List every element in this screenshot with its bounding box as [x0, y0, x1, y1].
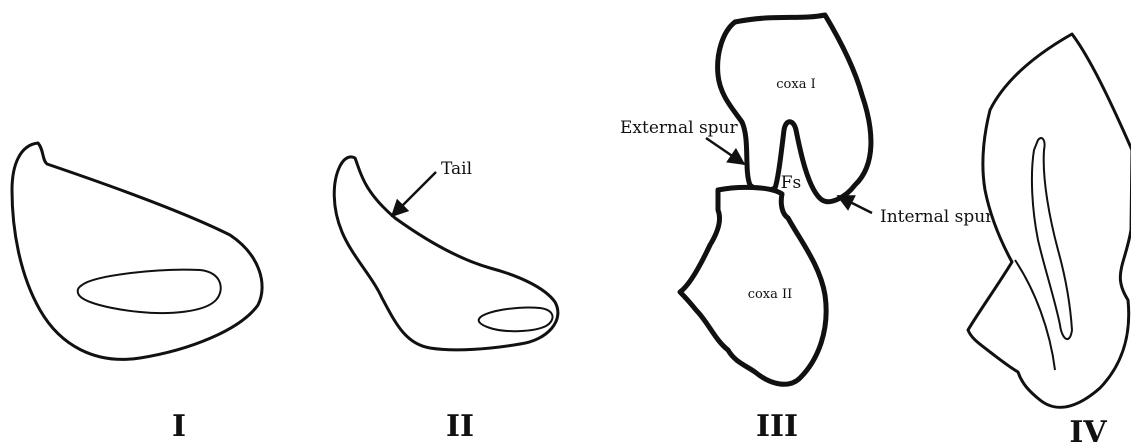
panel-iii: coxa I coxa II Fs External spur Internal…: [620, 15, 994, 444]
tail-arrow: [392, 172, 436, 216]
panel-numeral-iv: IV: [1069, 415, 1107, 448]
coxa-outline-ii: [334, 157, 558, 350]
panel-numeral-ii: II: [446, 409, 474, 444]
fs-label: Fs: [781, 173, 802, 193]
coxa-outline-iv: [968, 34, 1131, 407]
panel-iv: IV: [968, 34, 1131, 448]
tail-label: Tail: [441, 159, 472, 179]
coxa-outline-i: [12, 143, 262, 359]
panel-numeral-iii: III: [756, 409, 798, 444]
coxa-ii-outline: [680, 187, 826, 384]
coxa-ii-label: coxa II: [748, 287, 793, 302]
coxa-i-label: coxa I: [776, 77, 815, 92]
internal-spur-arrow: [838, 196, 872, 213]
panel-numeral-i: I: [172, 409, 186, 444]
panel-ii: Tail II: [334, 157, 558, 444]
internal-spur-label: Internal spur: [880, 207, 994, 227]
external-spur-arrow: [706, 138, 744, 164]
external-spur-label: External spur: [620, 118, 738, 138]
panel-i: I: [12, 143, 262, 444]
